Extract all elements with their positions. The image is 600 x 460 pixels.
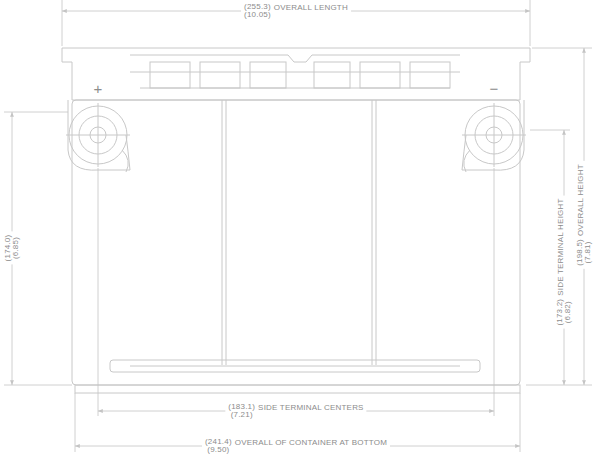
dimension-value: (198.5) (576, 239, 584, 266)
dimension-callout: (198.5)(7.81) OVERALL HEIGHT (576, 161, 593, 269)
negative-terminal (462, 100, 526, 172)
lid-ridge (130, 55, 460, 62)
dimension-callout: (173.2)(6.82) SIDE TERMINAL HEIGHT (556, 195, 573, 328)
dimension-values: (174.0)(6.85) (4, 235, 21, 262)
dimension-lines (4, 0, 592, 452)
dimension-value: (7.81) (584, 241, 592, 263)
positive-terminal (66, 100, 130, 172)
dimension-callout: (183.1)(7.21)SIDE TERMINAL CENTERS (225, 403, 366, 420)
dimension-value: (183.1) (228, 403, 255, 411)
dimension-name: SIDE TERMINAL HEIGHT (556, 198, 565, 295)
dimension-value: (10.05) (244, 11, 271, 19)
dimension-value: (7.21) (231, 411, 253, 419)
dimension-values: (173.2)(6.82) (556, 299, 573, 326)
rib-line (130, 366, 460, 367)
terminal-polarity: + (94, 81, 103, 96)
dimension-value: (6.85) (12, 237, 20, 259)
cell-walls (222, 100, 376, 365)
dimension-name: SIDE TERMINAL CENTERS (258, 403, 364, 412)
battery-base (75, 385, 520, 393)
dimension-callout: (255.3)(10.05)OVERALL LENGTH (241, 3, 351, 20)
dimension-callout: (241.4)(9.50)OVERALL OF CONTAINER AT BOT… (202, 438, 390, 455)
dimension-value: (241.4) (205, 438, 232, 446)
dimension-name: OVERALL HEIGHT (576, 164, 585, 236)
dimension-value: (255.3) (244, 3, 271, 11)
battery-case (72, 100, 520, 385)
terminal-polarity: − (490, 81, 499, 96)
dimension-callout: (174.0)(6.85) (4, 232, 21, 265)
dimension-value: (9.50) (207, 446, 229, 454)
dimension-values: (255.3)(10.05) (244, 3, 271, 20)
dimension-value: (174.0) (4, 235, 12, 262)
dimension-value: (173.2) (556, 299, 564, 326)
dimension-values: (183.1)(7.21) (228, 403, 255, 420)
dimension-values: (241.4)(9.50) (205, 438, 232, 455)
bottom-rib (110, 360, 480, 372)
vent-caps (150, 62, 450, 88)
dimension-name: OVERALL LENGTH (274, 3, 348, 12)
dimension-value: (6.82) (564, 301, 572, 323)
dimension-name: OVERALL OF CONTAINER AT BOTTOM (235, 438, 387, 447)
battery-lid (62, 48, 530, 100)
dimension-values: (198.5)(7.81) (576, 239, 593, 266)
